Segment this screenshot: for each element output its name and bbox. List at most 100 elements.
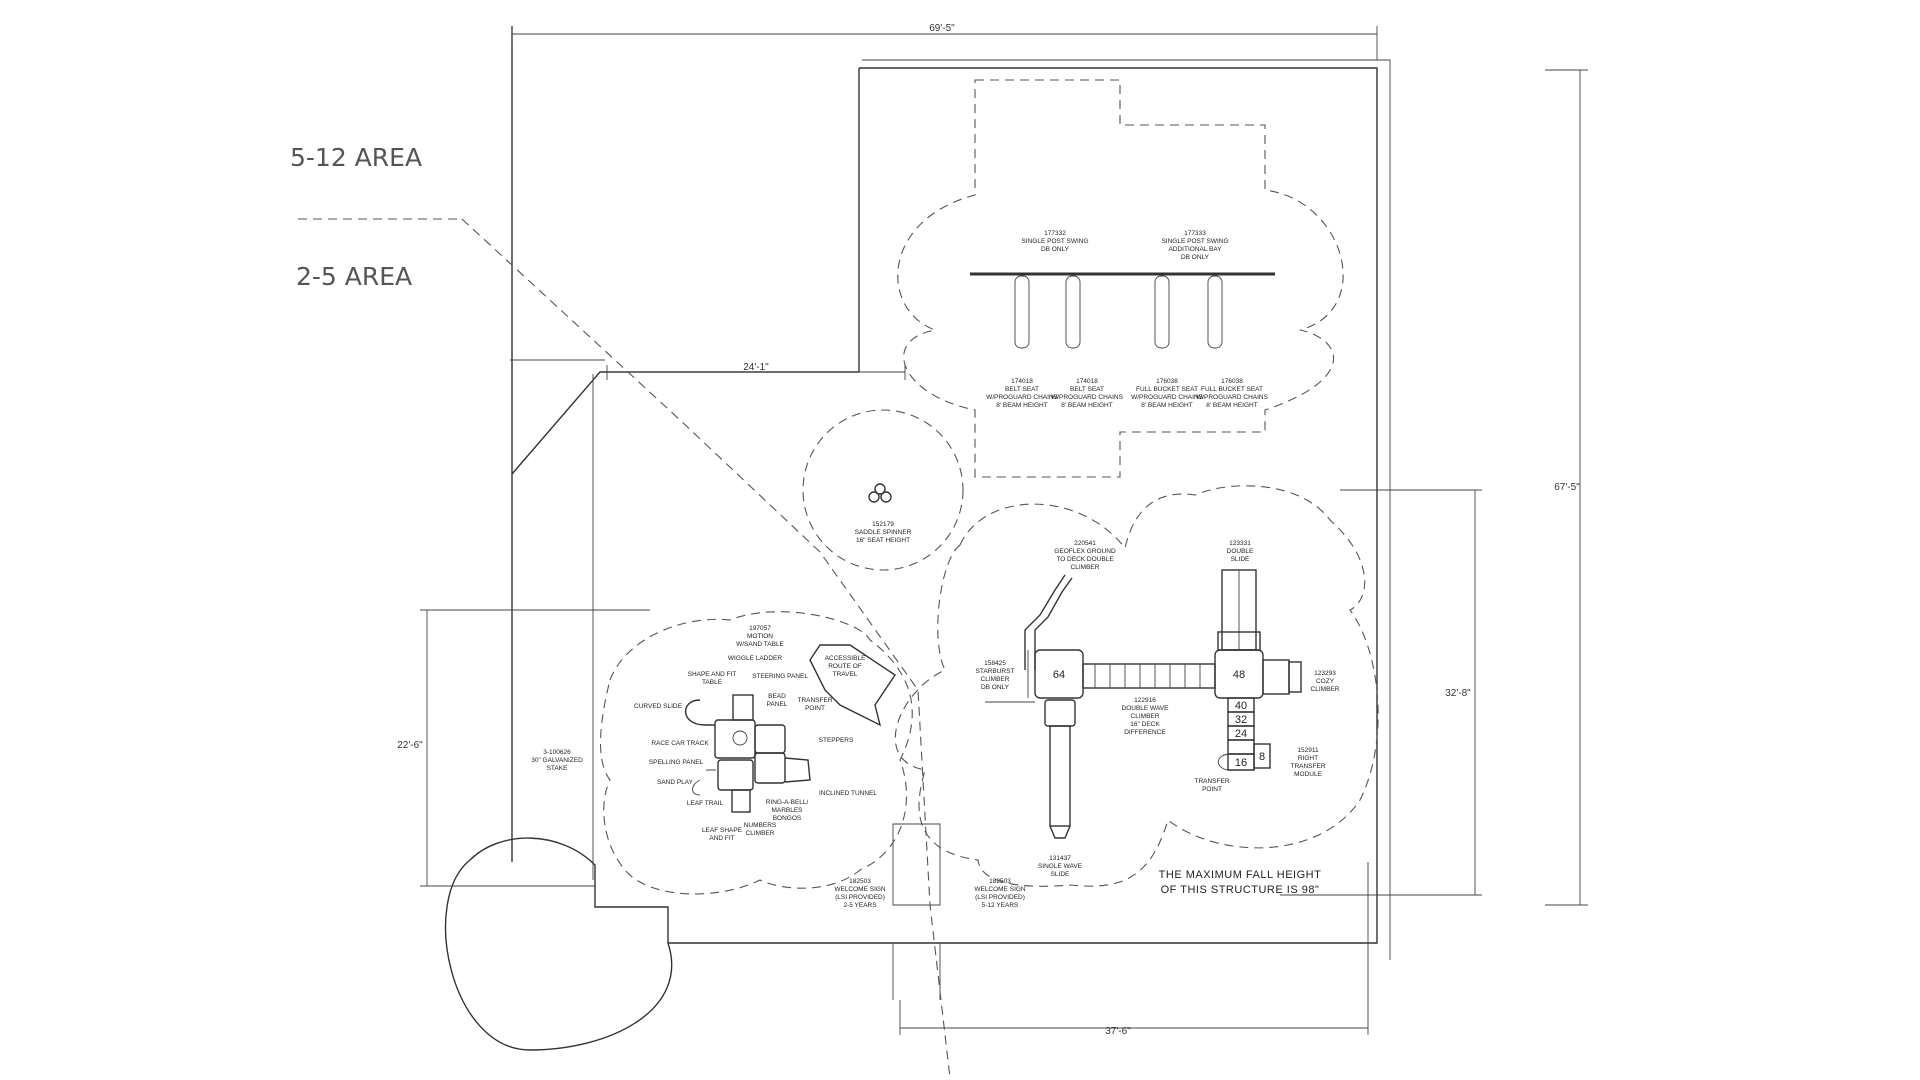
starburst-climber-label: 158425 STARBURST CLIMBER DB ONLY (976, 660, 1015, 691)
spelling-panel-label: SPELLING PANEL (649, 759, 704, 766)
svg-text:182503: 182503 (849, 878, 871, 885)
svg-text:DOUBLE: DOUBLE (1227, 548, 1254, 555)
svg-text:220541: 220541 (1074, 540, 1096, 547)
shape-fit-table-label: SHAPE AND FIT TABLE (688, 671, 737, 686)
svg-text:BONGOS: BONGOS (773, 815, 802, 822)
svg-text:LEAF SHAPE: LEAF SHAPE (702, 827, 743, 834)
svg-text:BELT SEAT: BELT SEAT (1005, 386, 1039, 393)
svg-text:SADDLE SPINNER: SADDLE SPINNER (855, 529, 912, 536)
svg-text:TRAVEL: TRAVEL (833, 671, 858, 678)
svg-text:GEOFLEX GROUND: GEOFLEX GROUND (1054, 548, 1116, 555)
cozy-climber-label: 123293 COZY CLIMBER (1311, 670, 1340, 693)
svg-text:176038: 176038 (1221, 378, 1243, 385)
svg-text:CLIMBER: CLIMBER (1311, 686, 1340, 693)
svg-text:NUMBERS: NUMBERS (744, 822, 777, 829)
galvanized-stake-label: 3-100626 30" GALVANIZED STAKE (531, 749, 583, 772)
svg-text:DB ONLY: DB ONLY (1181, 254, 1210, 261)
dimension-left-label: 22'-6" (397, 740, 423, 751)
entry-circle-area (444, 837, 673, 1051)
fall-height-note-line2: OF THIS STRUCTURE IS 98" (1161, 884, 1320, 896)
svg-text:FULL BUCKET SEAT: FULL BUCKET SEAT (1201, 386, 1263, 393)
swing-frame-left-label: 177332 SINGLE POST SWING DB ONLY (1021, 230, 1088, 253)
numbers-climber-label: NUMBERS CLIMBER (744, 822, 777, 837)
dimension-right-partial-label: 32'-8" (1445, 688, 1471, 699)
svg-text:SINGLE POST SWING: SINGLE POST SWING (1021, 238, 1088, 245)
deck-40-label: 40 (1235, 700, 1247, 712)
svg-text:TRANSFER: TRANSFER (797, 697, 832, 704)
dimension-right-total-label: 67'-5" (1554, 482, 1580, 493)
svg-text:5-12 YEARS: 5-12 YEARS (982, 902, 1019, 909)
svg-text:CLIMBER: CLIMBER (1131, 713, 1160, 720)
entry-walkway (892, 823, 941, 1000)
svg-text:(LSI PROVIDED): (LSI PROVIDED) (835, 894, 885, 901)
deck-64-label: 64 (1053, 669, 1065, 681)
wave-slide-label: 131437 SINGLE WAVE SLIDE (1038, 855, 1083, 878)
dimension-top-label: 69'-5" (929, 23, 955, 34)
steering-panel-label: STEERING PANEL (752, 673, 808, 680)
svg-text:CLIMBER: CLIMBER (746, 830, 775, 837)
swing-frame-right-label: 177333 SINGLE POST SWING ADDITIONAL BAY … (1161, 230, 1228, 261)
svg-text:STARBURST: STARBURST (976, 668, 1015, 675)
svg-text:CLIMBER: CLIMBER (981, 676, 1010, 683)
svg-text:DB ONLY: DB ONLY (981, 684, 1010, 691)
dimension-bottom-label: 37'-6" (1105, 1026, 1131, 1037)
geoflex-climber-label: 220541 GEOFLEX GROUND TO DECK DOUBLE CLI… (1054, 540, 1116, 571)
spinner-label: 152179 SADDLE SPINNER 16" SEAT HEIGHT (855, 521, 912, 544)
svg-text:STAKE: STAKE (547, 765, 568, 772)
svg-text:SHAPE AND FIT: SHAPE AND FIT (688, 671, 737, 678)
svg-text:8' BEAM HEIGHT: 8' BEAM HEIGHT (996, 402, 1047, 409)
svg-text:W/PROGUARD CHAINS: W/PROGUARD CHAINS (1051, 394, 1124, 401)
svg-text:WELCOME SIGN: WELCOME SIGN (834, 886, 886, 893)
swing-seat-2-label: 174018 BELT SEAT W/PROGUARD CHAINS 8' BE… (1051, 378, 1124, 409)
svg-text:BEAD: BEAD (768, 693, 786, 700)
svg-text:COZY: COZY (1316, 678, 1335, 685)
svg-text:MODULE: MODULE (1294, 771, 1322, 778)
welcome-sign-2-5-label: 182503 WELCOME SIGN (LSI PROVIDED) 2-5 Y… (834, 878, 886, 909)
small-transfer-point-label: TRANSFER POINT (797, 697, 832, 712)
inclined-tunnel-label: INCLINED TUNNEL (819, 790, 877, 797)
wave-climber-label: 122916 DOUBLE WAVE CLIMBER 16" DECK DIFF… (1122, 697, 1170, 736)
svg-text:176038: 176038 (1156, 378, 1178, 385)
svg-text:DIFFERENCE: DIFFERENCE (1124, 729, 1166, 736)
small-play-structure (684, 644, 896, 813)
dimension-right-total: 67'-5" (1545, 69, 1588, 906)
svg-text:ACCESSIBLE: ACCESSIBLE (825, 655, 866, 662)
race-car-track-label: RACE CAR TRACK (651, 740, 709, 747)
svg-text:FULL BUCKET SEAT: FULL BUCKET SEAT (1136, 386, 1198, 393)
swing-seat-1-label: 174018 BELT SEAT W/PROGUARD CHAINS 8' BE… (986, 378, 1059, 409)
dimension-mid-label: 24'-1" (743, 362, 769, 373)
svg-text:122916: 122916 (1134, 697, 1156, 704)
dimension-mid: 24'-1" (606, 362, 906, 380)
deck-48-label: 48 (1233, 669, 1245, 681)
dimension-left: 22'-6" (397, 609, 650, 887)
svg-text:TRANSFER: TRANSFER (1194, 778, 1229, 785)
swing-frame (970, 272, 1275, 349)
leaf-shape-fit-label: LEAF SHAPE AND FIT (702, 827, 743, 842)
svg-text:123331: 123331 (1229, 540, 1251, 547)
svg-text:158425: 158425 (984, 660, 1006, 667)
svg-text:152911: 152911 (1297, 747, 1319, 754)
leaf-trail-label: LEAF TRAIL (687, 800, 724, 807)
svg-text:TRANSFER: TRANSFER (1290, 763, 1325, 770)
big-play-structure (985, 569, 1302, 839)
swing-seat-3-label: 176038 FULL BUCKET SEAT W/PROGUARD CHAIN… (1131, 378, 1204, 409)
wiggle-ladder-label: WIGGLE LADDER (728, 655, 782, 662)
svg-text:177333: 177333 (1184, 230, 1206, 237)
sand-play-label: SAND PLAY (657, 779, 694, 786)
age-area-divider (461, 218, 951, 1079)
deck-32-label: 32 (1235, 714, 1247, 726)
swing-seat-4-label: 176038 FULL BUCKET SEAT W/PROGUARD CHAIN… (1196, 378, 1269, 409)
svg-text:RING-A-BELL/: RING-A-BELL/ (766, 799, 809, 806)
svg-text:ROUTE OF: ROUTE OF (828, 663, 862, 670)
deck-16-label: 16 (1235, 757, 1247, 769)
svg-text:8' BEAM HEIGHT: 8' BEAM HEIGHT (1141, 402, 1192, 409)
dimension-right-partial: 32'-8" (1280, 489, 1482, 896)
svg-text:CLIMBER: CLIMBER (1071, 564, 1100, 571)
deck-24-label: 24 (1235, 728, 1247, 740)
svg-text:DB ONLY: DB ONLY (1041, 246, 1070, 253)
svg-text:MOTION: MOTION (747, 633, 773, 640)
svg-text:174018: 174018 (1076, 378, 1098, 385)
svg-text:WELCOME SIGN: WELCOME SIGN (974, 886, 1026, 893)
swing-use-zone (897, 79, 1344, 478)
